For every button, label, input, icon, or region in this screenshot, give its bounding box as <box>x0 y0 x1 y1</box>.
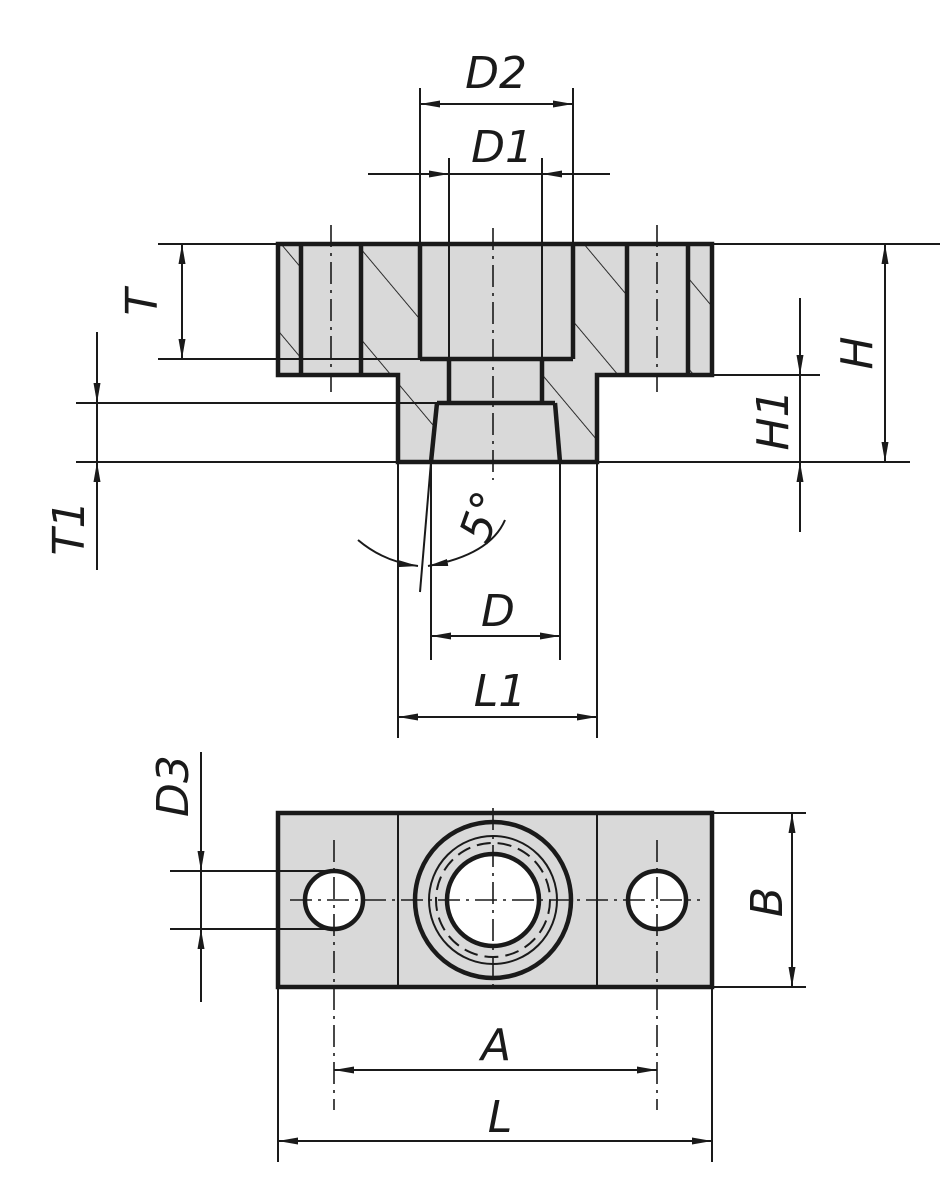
label-B: B <box>742 887 793 917</box>
label-D: D <box>481 586 515 637</box>
label-D1: D1 <box>471 122 533 173</box>
label-D2: D2 <box>465 48 527 99</box>
top-view <box>275 808 715 1110</box>
center-bore-area <box>420 244 573 359</box>
extension-lines <box>76 88 940 738</box>
dimensions-top <box>170 752 806 1162</box>
label-L: L <box>488 1092 513 1143</box>
section-view <box>275 225 715 480</box>
tapered-bore-area <box>431 403 560 462</box>
label-L1: L1 <box>474 666 527 717</box>
center-neck-area <box>449 359 542 403</box>
label-D3: D3 <box>148 755 199 817</box>
label-H: H <box>832 336 883 369</box>
label-H1: H1 <box>748 389 799 450</box>
label-T1: T1 <box>44 501 95 556</box>
dimensions-section <box>93 100 889 721</box>
label-T: T <box>117 285 168 315</box>
label-A: A <box>478 1020 511 1071</box>
label-angle: 5° <box>450 485 515 549</box>
